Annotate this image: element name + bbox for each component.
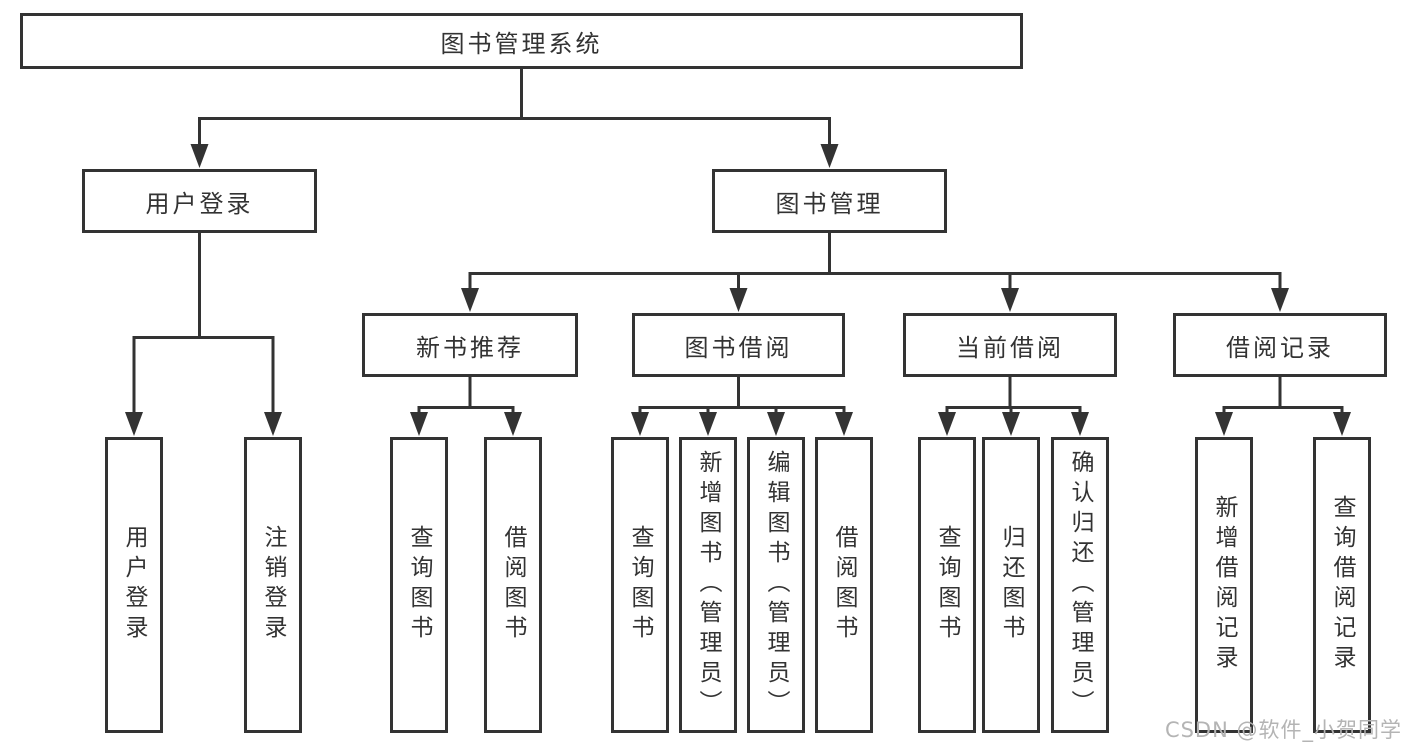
arrowhead [190,144,209,168]
csdn-watermark: CSDN @软件_小贺同学 [1164,718,1402,742]
leaf-recommend-borrow-book: 借阅图书 [484,437,542,733]
leaf-current-return-book: 归还图书 [982,437,1040,733]
arrowhead [410,412,428,436]
arrowhead [729,288,748,312]
arrowhead [264,412,282,436]
arrowhead [1333,412,1351,436]
leaf-user-login: 用户登录 [105,437,163,733]
arrowhead [820,144,839,168]
connector-root-to-level2 [190,66,839,168]
node-book-borrow: 图书借阅 [632,313,845,377]
node-new-book-recommend: 新书推荐 [362,313,578,377]
node-user-login: 用户登录 [82,169,317,233]
arrowhead [1002,412,1020,436]
arrowhead [1001,288,1019,312]
arrowhead [835,412,853,436]
connector-recommend-to-leaves [410,375,522,436]
arrowhead [938,412,956,436]
leaf-borrow-borrow-book: 借阅图书 [815,437,873,733]
leaf-current-confirm-return-admin: 确认归还（管理员） [1051,437,1109,733]
arrowhead [1071,412,1089,436]
leaf-logout: 注销登录 [244,437,302,733]
connector-bookmgmt-to-level3 [461,231,1289,312]
connector-records-to-leaves [1215,375,1351,436]
arrowhead [631,412,649,436]
node-book-management: 图书管理 [712,169,947,233]
leaf-borrow-query-book: 查询图书 [611,437,669,733]
arrowhead [1271,288,1289,312]
leaf-borrow-edit-book-admin: 编辑图书（管理员） [747,437,805,733]
arrowhead [767,412,785,436]
arrowhead [461,288,479,312]
arrowhead [1215,412,1233,436]
leaf-recommend-query-book: 查询图书 [390,437,448,733]
node-borrow-records: 借阅记录 [1173,313,1387,377]
arrowhead [125,412,143,436]
arrowhead [504,412,522,436]
connector-borrow-to-leaves [631,375,853,436]
leaf-records-add-record: 新增借阅记录 [1195,437,1253,733]
leaf-records-query-record: 查询借阅记录 [1313,437,1371,733]
connector-current-to-leaves [938,375,1089,436]
leaf-borrow-add-book-admin: 新增图书（管理员） [679,437,737,733]
arrowhead [699,412,717,436]
leaf-current-query-book: 查询图书 [918,437,976,733]
connector-userlogin-to-leaves [125,231,282,436]
node-current-borrow: 当前借阅 [903,313,1117,377]
node-system-root: 图书管理系统 [20,13,1023,69]
